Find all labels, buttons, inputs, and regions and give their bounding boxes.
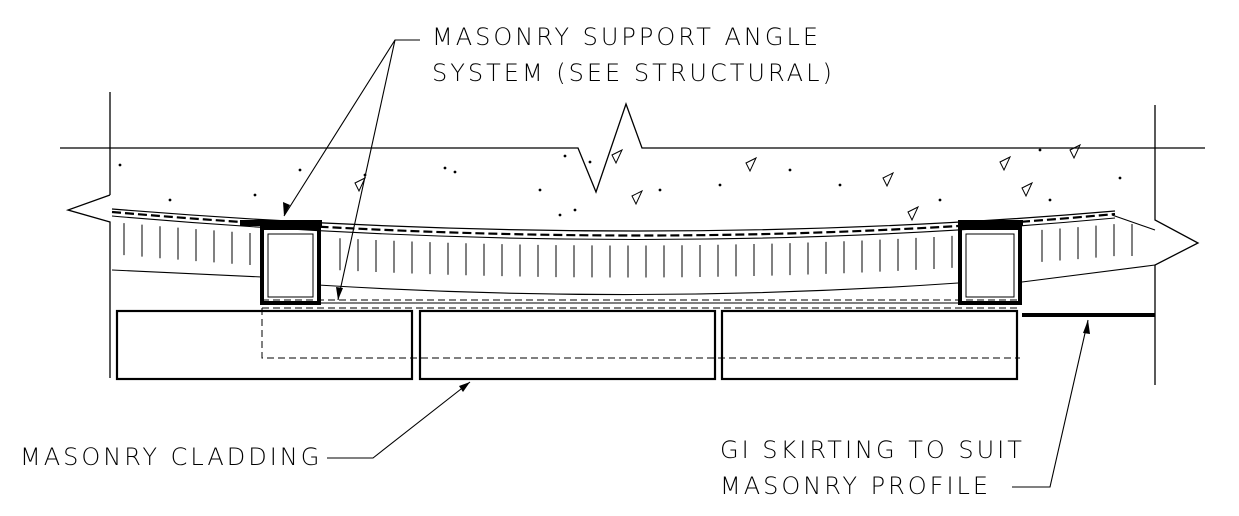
insulation-hatch	[123, 223, 1133, 278]
arrowhead-support-2	[336, 287, 343, 300]
arrowhead-cladding	[459, 382, 470, 392]
label-skirting-line1: GI SKIRTING TO SUIT	[720, 436, 1025, 464]
label-support-angle-line2: SYSTEM (SEE STRUCTURAL)	[432, 59, 835, 87]
masonry-unit-3	[720, 309, 1019, 381]
left-support-bracket	[240, 220, 322, 305]
insulation-bottom-mid	[317, 282, 959, 296]
insulation-right-edge	[1111, 214, 1156, 231]
insulation-bottom-left	[111, 269, 263, 278]
aggregate-dot	[1118, 176, 1122, 180]
aggregate-dot	[658, 188, 662, 192]
aggregate-dot	[1038, 148, 1042, 152]
label-support-angle-line1: MASONRY SUPPORT ANGLE	[432, 23, 821, 51]
aggregate-triangle	[745, 156, 758, 173]
masonry-unit-2	[418, 309, 717, 381]
aggregate-dot	[168, 198, 172, 202]
insulation-bottom-right	[1021, 264, 1156, 283]
aggregate-dot	[453, 170, 457, 174]
arrowhead-support-1	[283, 202, 290, 216]
aggregate-triangle	[1021, 181, 1034, 198]
aggregate-triangle	[907, 205, 920, 222]
aggregate-dot	[1048, 198, 1052, 202]
gi-skirting	[1022, 313, 1155, 317]
right-wall-line	[1154, 105, 1200, 385]
right-support-bracket	[958, 220, 1023, 305]
aggregate-dot	[558, 213, 562, 217]
aggregate-dot	[718, 183, 722, 187]
left-break-symbol	[65, 194, 111, 378]
aggregate-dot	[573, 208, 577, 212]
leader-support-angle-2	[337, 39, 396, 301]
arrowhead-skirting	[1083, 320, 1090, 334]
aggregate-triangle	[999, 155, 1012, 172]
aggregate-dot	[788, 168, 792, 172]
aggregate-triangle	[882, 171, 895, 188]
aggregate-dot	[443, 166, 447, 170]
hidden-angle-outline	[261, 308, 1020, 359]
aggregate-dot	[118, 163, 122, 167]
aggregate-dot	[563, 154, 567, 158]
masonry-unit-1	[115, 309, 414, 381]
slab-top-line	[60, 102, 1205, 194]
aggregate-triangle	[354, 176, 367, 193]
aggregate-dot	[253, 193, 257, 197]
aggregate-triangle	[611, 148, 624, 165]
concrete-aggregate	[118, 143, 1122, 222]
aggregate-dot	[838, 183, 842, 187]
label-skirting-line2: MASONRY PROFILE	[720, 472, 992, 500]
label-masonry-cladding: MASONRY CLADDING	[20, 443, 323, 471]
leader-support-angle	[283, 39, 420, 217]
leader-skirting	[1012, 319, 1089, 488]
leader-cladding	[327, 381, 471, 459]
aggregate-dot	[588, 160, 592, 164]
aggregate-dot	[298, 168, 302, 172]
aggregate-triangle	[1069, 143, 1082, 160]
aggregate-dot	[938, 198, 942, 202]
aggregate-triangle	[631, 189, 644, 206]
aggregate-dot	[538, 188, 542, 192]
